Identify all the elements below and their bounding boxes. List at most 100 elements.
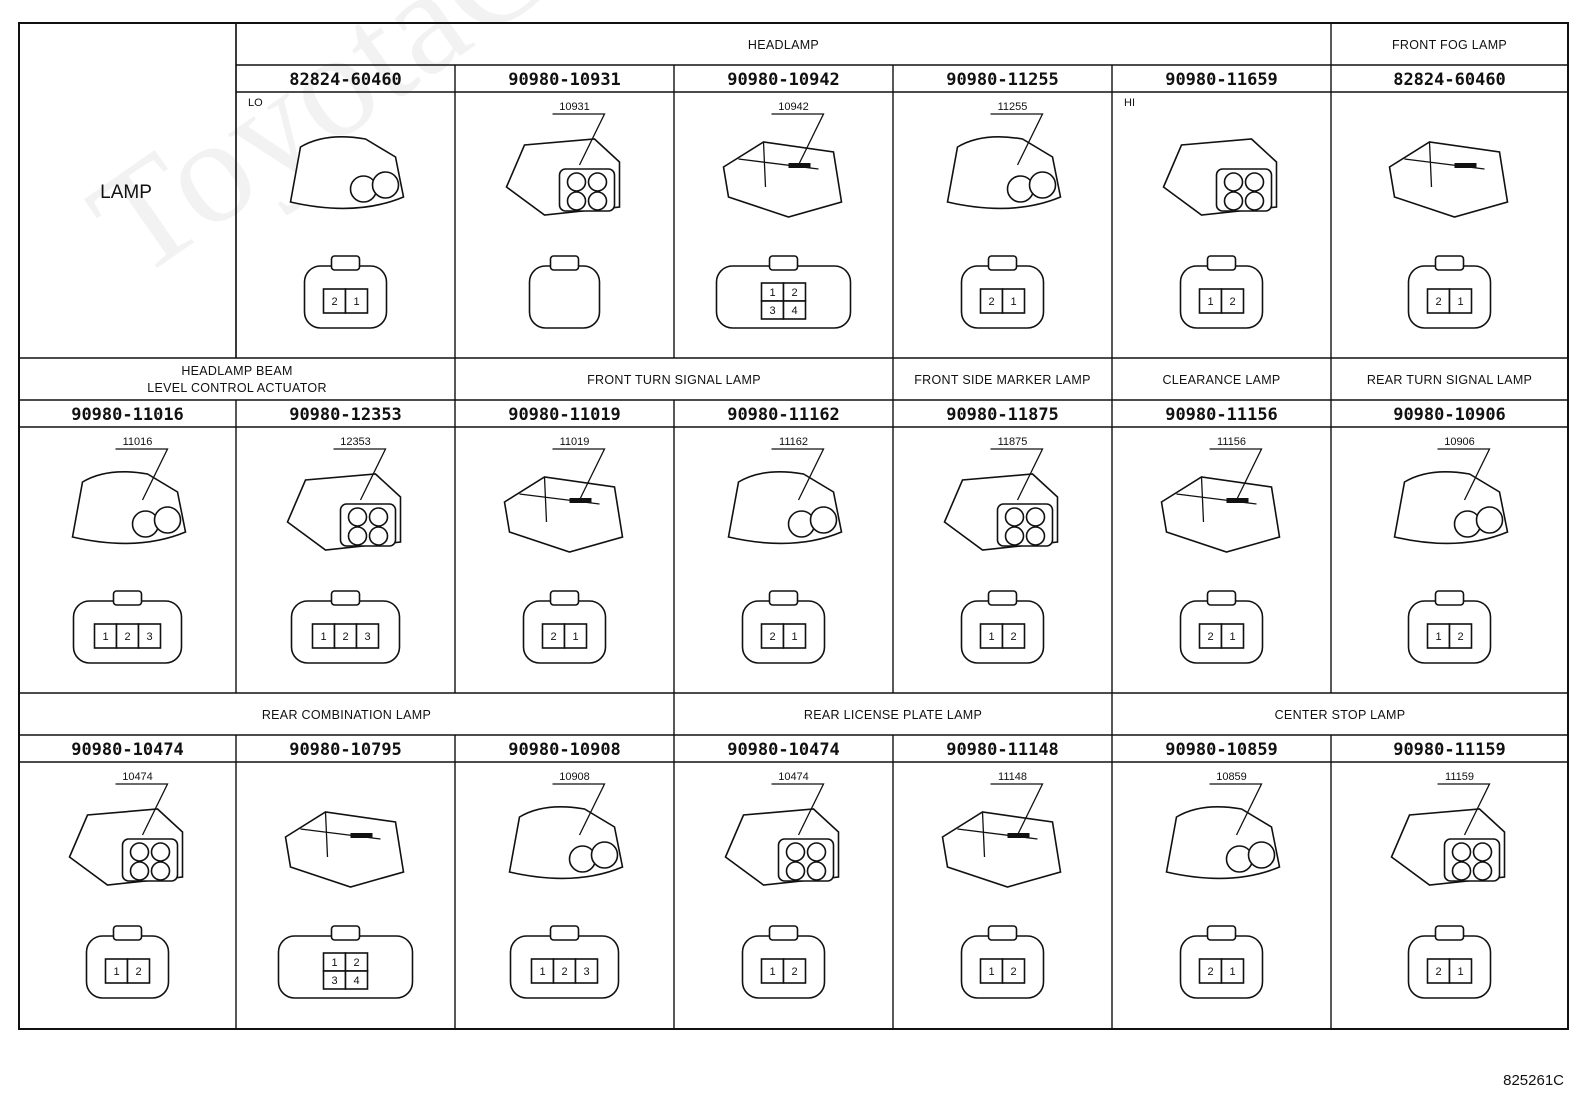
connector-side-view xyxy=(1162,138,1278,216)
pin-number: 2 xyxy=(988,296,994,308)
pin-number: 1 xyxy=(539,966,545,978)
group-label: HEADLAMP xyxy=(748,38,819,52)
part-number: 90980-11156 xyxy=(1165,405,1278,425)
connector-side-view xyxy=(286,473,402,551)
group-label: CLEARANCE LAMP xyxy=(1162,373,1280,387)
part-number: 90980-10859 xyxy=(1165,740,1278,760)
part-number: 90980-10795 xyxy=(289,740,402,760)
connector-cell: 90980-10931 10931 xyxy=(505,70,621,329)
callout-label: 10931 xyxy=(559,101,590,113)
connector-side-view xyxy=(943,473,1059,551)
part-number: 90980-11019 xyxy=(508,405,621,425)
pin-number: 1 xyxy=(113,966,119,978)
callout-label: 11019 xyxy=(560,436,590,448)
pin-number: 2 xyxy=(1207,631,1213,643)
pin-number: 2 xyxy=(1229,296,1235,308)
pin-number: 2 xyxy=(1010,631,1016,643)
callout-label: 10906 xyxy=(1444,436,1475,448)
callout-arrow xyxy=(1209,783,1263,836)
beam-tag: LO xyxy=(248,97,263,109)
beam-tag: HI xyxy=(1124,97,1135,109)
callout-arrow xyxy=(115,448,169,501)
pin-number: 3 xyxy=(583,966,589,978)
pin-number: 1 xyxy=(791,631,797,643)
callout-label: 11156 xyxy=(1217,436,1246,448)
part-number: 90980-11159 xyxy=(1393,740,1506,760)
pin-number: 1 xyxy=(1229,631,1235,643)
pin-number: 3 xyxy=(146,631,152,643)
connector-side-view xyxy=(1388,141,1509,218)
pin-number: 1 xyxy=(572,631,578,643)
connector-side-view xyxy=(505,138,621,216)
pin-number: 2 xyxy=(342,631,348,643)
drawing-code: 825261C xyxy=(1503,1072,1564,1089)
connector-side-view xyxy=(1165,805,1281,880)
connector-side-view xyxy=(1390,808,1506,886)
pin-number: 1 xyxy=(1229,966,1235,978)
pin-number: 3 xyxy=(331,975,337,987)
pin-number: 1 xyxy=(988,966,994,978)
pin-number: 2 xyxy=(1207,966,1213,978)
callout-label: 10942 xyxy=(778,101,809,113)
pin-number: 1 xyxy=(769,287,775,299)
part-number: 82824-60460 xyxy=(1393,70,1506,90)
callout-label: 10908 xyxy=(559,771,590,783)
pin-number: 2 xyxy=(769,631,775,643)
connector-face-view xyxy=(528,255,601,329)
callout-label: 11162 xyxy=(779,436,808,448)
callout-label: 11148 xyxy=(998,771,1027,783)
callout-label: 10859 xyxy=(1216,771,1247,783)
pin-number: 1 xyxy=(1010,296,1016,308)
connector-side-view xyxy=(1160,476,1281,553)
pin-number: 2 xyxy=(331,296,337,308)
callout-arrow xyxy=(990,783,1044,836)
callout-label: 10474 xyxy=(122,771,153,783)
part-number: 90980-10908 xyxy=(508,740,621,760)
pin-number: 1 xyxy=(320,631,326,643)
group-label: REAR LICENSE PLATE LAMP xyxy=(804,708,982,722)
part-number: 90980-10906 xyxy=(1393,405,1506,425)
part-number: 90980-11016 xyxy=(71,405,184,425)
group-label: CENTER STOP LAMP xyxy=(1275,708,1406,722)
connector-side-view xyxy=(727,470,843,545)
pin-number: 4 xyxy=(791,305,797,317)
group-label-line2: LEVEL CONTROL ACTUATOR xyxy=(147,381,327,395)
group-label: FRONT TURN SIGNAL LAMP xyxy=(587,373,761,387)
part-number: 90980-12353 xyxy=(289,405,402,425)
part-number: 90980-11659 xyxy=(1165,70,1278,90)
part-number: 90980-10931 xyxy=(508,70,621,90)
callout-arrow xyxy=(771,448,825,501)
pin-number: 2 xyxy=(550,631,556,643)
connector-side-view xyxy=(71,470,187,545)
callout-arrow xyxy=(990,113,1044,166)
pin-number: 1 xyxy=(1457,966,1463,978)
group-label: HEADLAMP BEAM xyxy=(181,364,292,378)
callout-arrow xyxy=(990,448,1044,501)
connector-side-view xyxy=(68,808,184,886)
connector-side-view xyxy=(284,811,405,888)
pin-number: 1 xyxy=(102,631,108,643)
